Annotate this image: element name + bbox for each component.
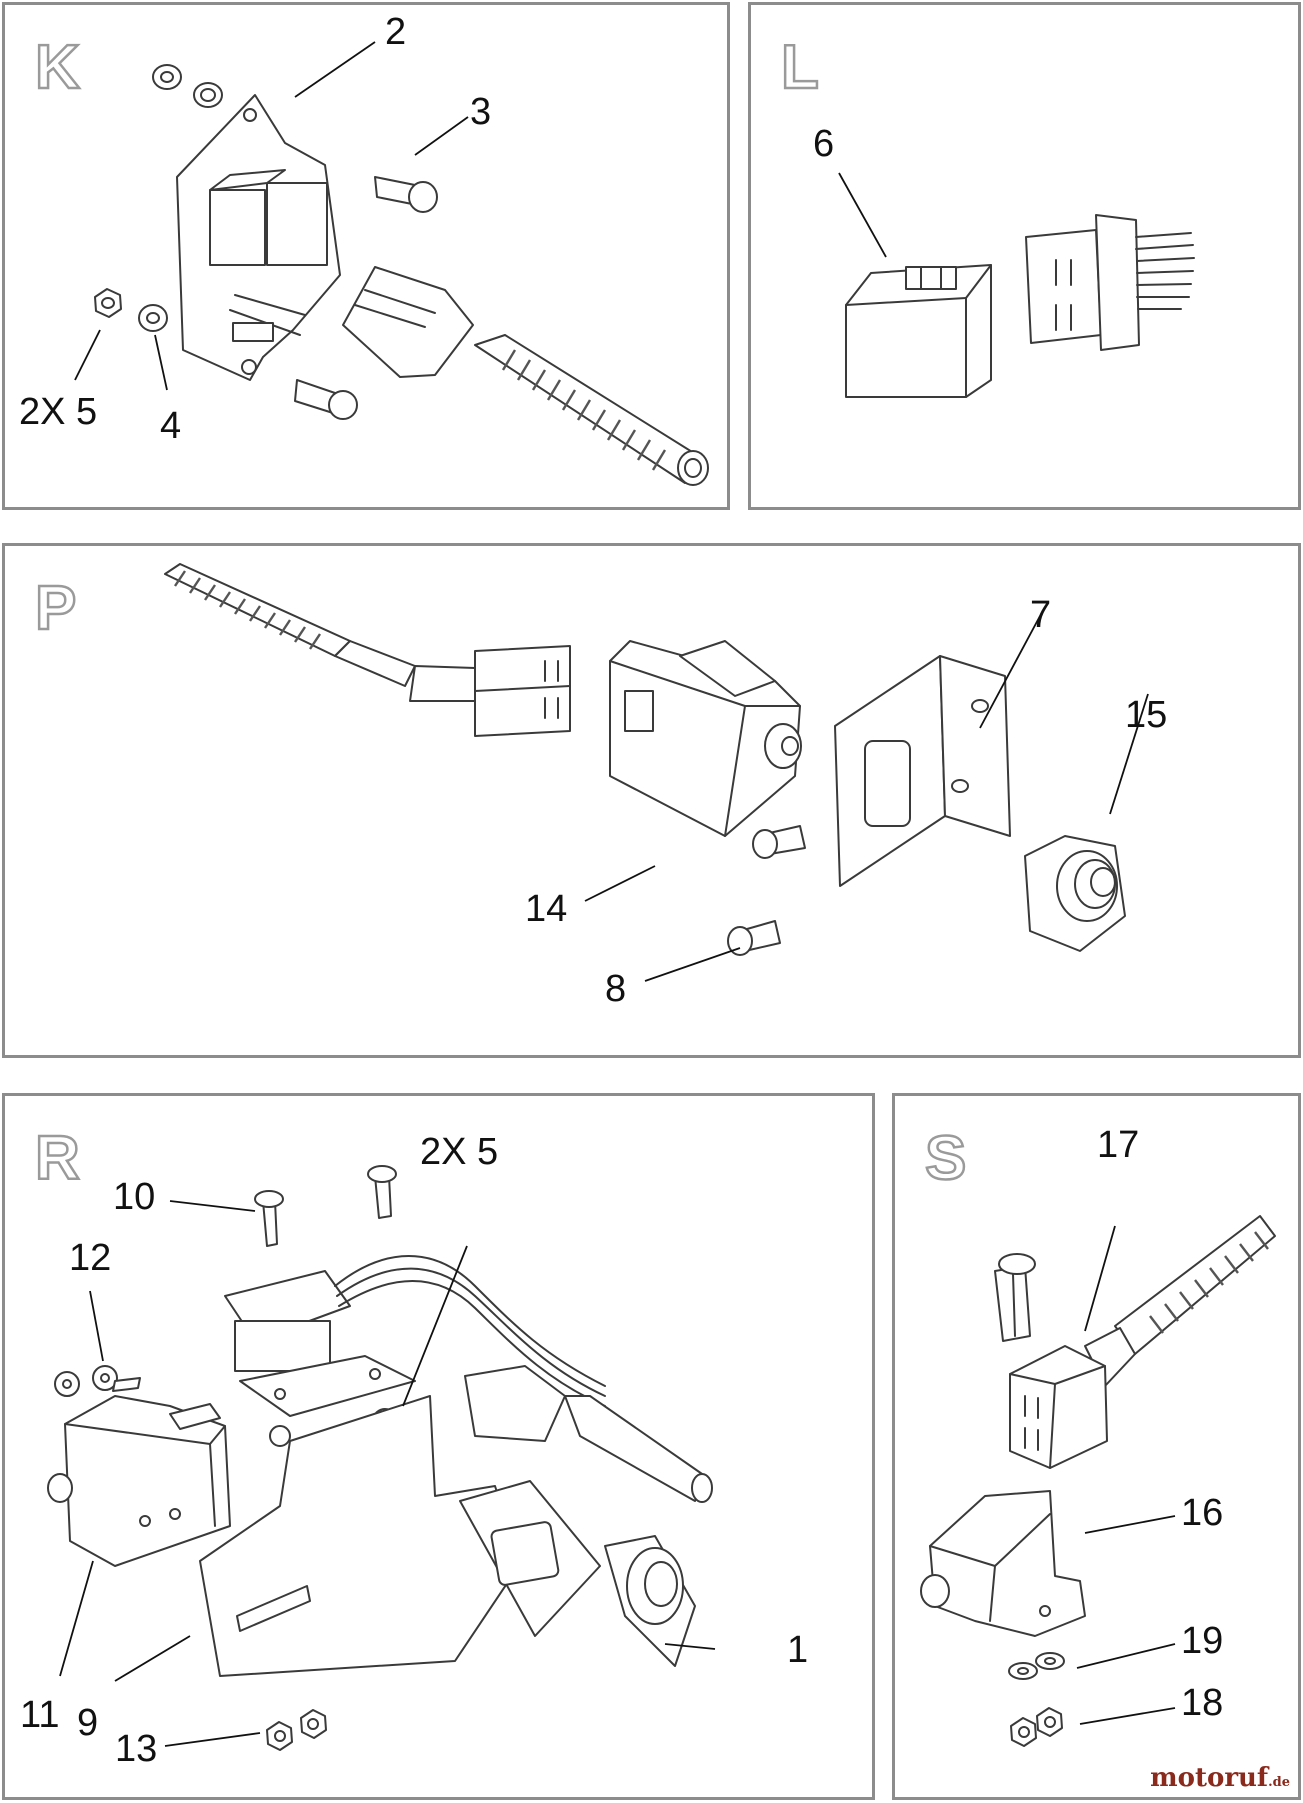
panel-p-drawing — [164, 563, 1149, 982]
panel-l: L 6 — [748, 2, 1301, 510]
callout-p-15: 15 — [1125, 694, 1168, 736]
panel-s: S — [892, 1093, 1301, 1800]
panel-l-letter: L — [780, 33, 820, 102]
panel-r-drawing — [47, 1165, 716, 1751]
callout-p-8: 8 — [605, 968, 627, 1010]
callout-r-1: 1 — [787, 1629, 809, 1671]
boot-15 — [1024, 835, 1126, 952]
panel-k-leaders — [74, 41, 469, 391]
panel-l-drawing — [838, 172, 1195, 398]
panel-s-leaders — [1076, 1225, 1176, 1725]
callout-r-12: 12 — [69, 1237, 112, 1279]
relay-harness-part — [176, 94, 341, 381]
panel-r-letter: R — [34, 1124, 81, 1193]
panel-p-letter: P — [34, 574, 78, 643]
rivets-10 — [254, 1165, 397, 1247]
callout-s-18: 18 — [1181, 1682, 1224, 1724]
switch-14 — [609, 640, 802, 837]
nut-washer-left — [94, 288, 168, 332]
callout-p-14: 14 — [525, 888, 568, 930]
rivets-8 — [727, 825, 806, 956]
callout-s-16: 16 — [1181, 1492, 1224, 1534]
panel-s-drawing — [920, 1215, 1276, 1747]
harness-conduit-s — [1084, 1215, 1276, 1387]
switch-11 — [47, 1395, 231, 1567]
rivet-17 — [994, 1253, 1036, 1342]
rivet-lower — [294, 379, 358, 420]
callout-r-10: 10 — [113, 1176, 156, 1218]
boot-1 — [604, 1535, 696, 1667]
panel-r-leaders — [59, 1200, 716, 1747]
panel-p: P — [2, 543, 1301, 1058]
callout-k-4: 4 — [160, 405, 182, 447]
callout-r-13: 13 — [115, 1728, 158, 1770]
harness-upper — [224, 1255, 606, 1407]
rivet-3 — [374, 176, 438, 213]
bracket-9 — [199, 1395, 601, 1677]
harness-right — [464, 1365, 713, 1503]
top-nuts — [152, 64, 223, 108]
callout-k-3: 3 — [470, 91, 492, 133]
callout-r-9: 9 — [77, 1702, 99, 1744]
harness-conduit — [164, 563, 571, 737]
leader-6 — [838, 172, 887, 258]
panel-p-leaders — [584, 615, 1149, 982]
callout-s-17: 17 — [1097, 1124, 1140, 1166]
panel-k-letter: K — [34, 33, 81, 102]
panel-s-letter: S — [924, 1124, 968, 1193]
callout-p-7: 7 — [1030, 594, 1052, 636]
connector-s — [1009, 1345, 1108, 1469]
callout-l-6: 6 — [813, 123, 835, 165]
callout-k-2: 2 — [385, 11, 407, 53]
connector-plug-wires — [1025, 214, 1195, 351]
callout-k-2x5: 2X 5 — [19, 391, 98, 433]
panel-k: K — [2, 2, 730, 510]
screws-12 — [54, 1365, 141, 1397]
panel-k-drawing — [74, 41, 709, 486]
nuts-13 — [266, 1709, 327, 1751]
callout-r-11: 11 — [20, 1694, 60, 1736]
nut-18 — [1010, 1707, 1063, 1747]
callout-s-19: 19 — [1181, 1620, 1224, 1662]
watermark-logo: motoruf.de — [1150, 1763, 1290, 1793]
panel-r: R — [2, 1093, 875, 1800]
connector-housing-6 — [845, 264, 992, 398]
washer-19 — [1008, 1652, 1065, 1680]
connector-conduit — [342, 266, 709, 486]
switch-16 — [920, 1490, 1086, 1637]
callout-r-2x5: 2X 5 — [420, 1131, 499, 1173]
bracket-7 — [834, 655, 1011, 887]
